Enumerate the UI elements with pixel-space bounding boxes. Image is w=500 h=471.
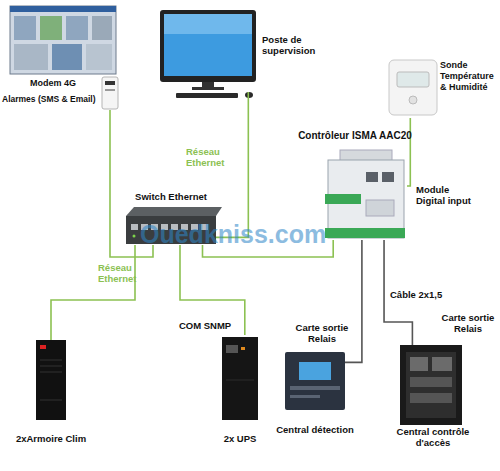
cable-connector [51, 245, 135, 340]
cable-note: Câble 2x1,5 [390, 289, 460, 301]
cable-connector [407, 118, 410, 186]
device-node: Carte sortie RelaisCentral contrôle d'ac… [400, 345, 462, 425]
device-label: Alarmes (SMS & Email) [2, 94, 102, 105]
device-node: Modem 4GAlarmes (SMS & Email) [101, 76, 119, 110]
device-label: Contrôleur ISMA AAC20 [285, 130, 425, 141]
supervision-screenshot [10, 6, 116, 74]
device-node: 2xArmoire Clim [36, 340, 66, 420]
device-label: COM SNMP [175, 320, 235, 331]
controller-icon [325, 150, 405, 238]
device-label: Carte sortie Relais [290, 322, 354, 344]
cable-connector [345, 240, 362, 362]
device-node: Poste de supervision [160, 10, 256, 92]
cable-label: Réseau Ethernet [186, 146, 231, 168]
device-label: 2x UPS [200, 433, 280, 444]
device-label: 2xArmoire Clim [5, 433, 97, 444]
ups-icon [222, 337, 258, 420]
device-label: Modem 4G [30, 78, 100, 89]
device-node: COM SNMP2x UPS [220, 335, 260, 420]
monitor-icon [160, 10, 256, 98]
device-node: Contrôleur ISMA AAC20 [325, 150, 407, 240]
cable-label: Module Digital input [416, 184, 478, 206]
device-label: Central détection [270, 424, 360, 435]
sensor-icon [389, 60, 437, 115]
device-label: Poste de supervision [262, 34, 322, 56]
device-label: Central contrôle d'accès [388, 426, 478, 448]
access-control-icon [400, 345, 462, 425]
cable-label: Réseau Ethernet [98, 262, 148, 284]
modem-icon [102, 77, 118, 109]
device-label: Switch Ethernet [126, 191, 216, 202]
device-node: Carte sortie RelaisCentral détection [285, 350, 345, 412]
device-label: Sonde Température & Humidité [440, 60, 500, 93]
watermark: Ouedkniss.com [140, 221, 360, 248]
device-node: Sonde Température & Humidité [386, 56, 440, 118]
clim-cabinet-icon [36, 340, 66, 420]
detection-panel-icon [285, 352, 345, 410]
device-label: Carte sortie Relais [436, 312, 500, 334]
